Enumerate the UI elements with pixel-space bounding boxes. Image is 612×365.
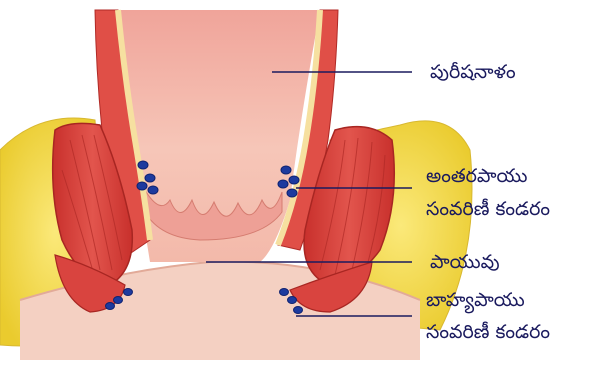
label-anus: పాయువు xyxy=(430,252,500,273)
label-external-sphincter-line1: బాహ్యపాయు xyxy=(426,290,525,311)
label-internal-sphincter-line2: సంవరిణీ కండరం xyxy=(426,199,550,220)
label-external-sphincter-line2: సంవరిణీ కండరం xyxy=(426,322,550,343)
label-rectum: పురీషనాళం xyxy=(430,62,516,83)
label-internal-sphincter-line1: అంతరపాయు xyxy=(426,166,527,187)
